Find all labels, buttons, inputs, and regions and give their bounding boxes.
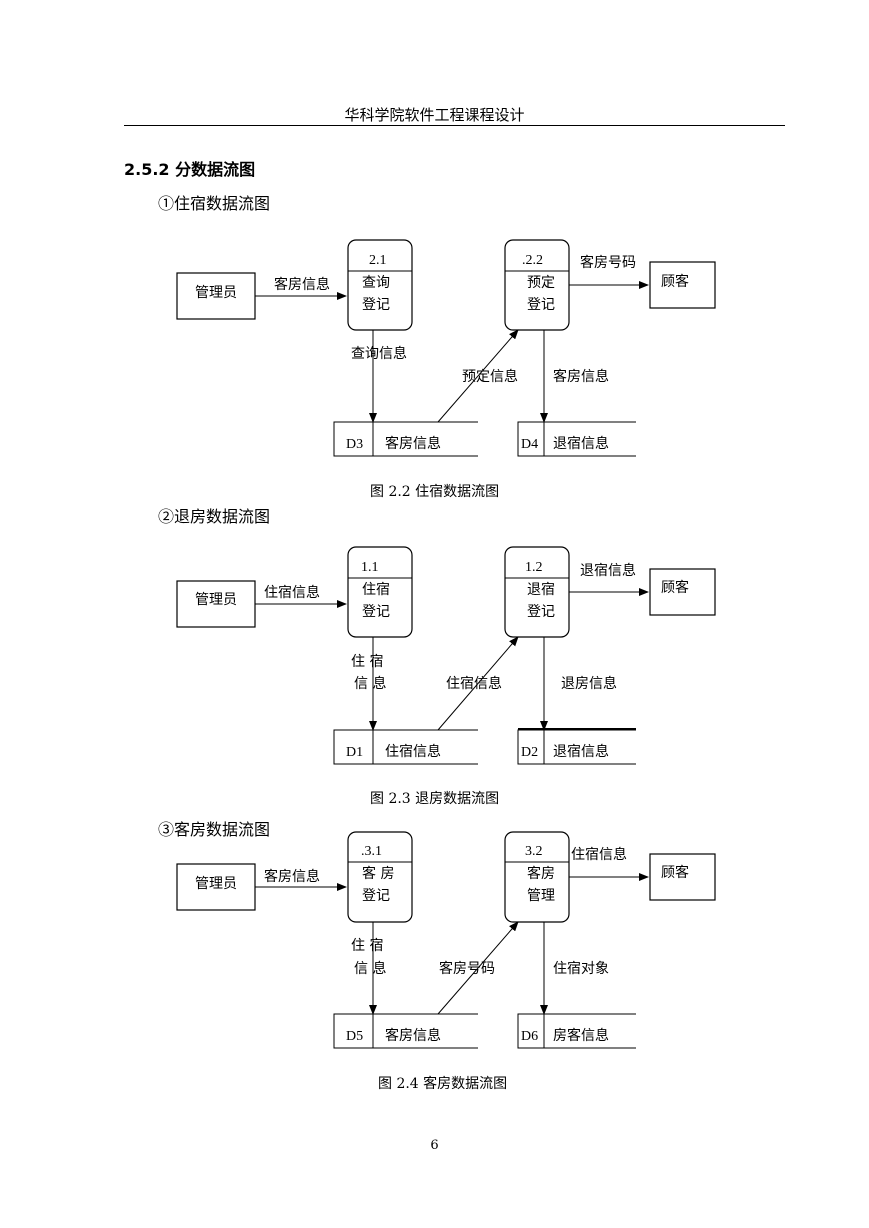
d2-flow-diag-label: 住宿信息 — [446, 675, 502, 692]
d1-store2-name: 退宿信息 — [553, 435, 609, 452]
d1-store1-shape — [333, 421, 478, 457]
d2-process1-line2: 登记 — [362, 604, 390, 620]
d2-flow-down2-label: 退房信息 — [561, 675, 617, 692]
diagram-1-subtitle: ①住宿数据流图 — [158, 194, 271, 213]
d1-process1-id: 2.1 — [369, 253, 387, 268]
d2-store1-id: D1 — [346, 745, 363, 760]
d1-flow-diag-arrow — [437, 329, 519, 423]
diagram-2-subtitle: ②退房数据流图 — [158, 507, 271, 526]
d3-store2-shape — [517, 1013, 636, 1049]
d1-process1-line2: 登记 — [362, 297, 390, 313]
diagram-3-caption: 图 2.4 客房数据流图 — [378, 1076, 508, 1092]
d2-flow-down1-label-b: 信 息 — [354, 675, 386, 692]
d3-store2-name: 房客信息 — [553, 1027, 609, 1044]
d3-entity-right-box — [649, 853, 716, 901]
d1-flow-down1-label: 查询信息 — [351, 345, 407, 362]
d1-entity-left-label: 管理员 — [195, 285, 237, 301]
d1-process2-line1: 预定 — [527, 275, 555, 291]
d1-process1-line1: 查询 — [362, 275, 390, 291]
d3-flow-diag-arrow — [437, 921, 519, 1015]
d2-flow-in-label: 住宿信息 — [264, 584, 320, 601]
d1-process2-line2: 登记 — [527, 297, 555, 313]
d3-store2-id: D6 — [521, 1029, 538, 1044]
d3-flow-in-label: 客房信息 — [264, 868, 320, 885]
d2-store2-name: 退宿信息 — [553, 743, 609, 760]
diagram-3: 管理员 .3.1 客 房 登记 3.2 客房 管理 顾客 客房信息 住宿信息 住… — [176, 831, 716, 1049]
diagram-2-caption: 图 2.3 退房数据流图 — [370, 791, 500, 807]
d1-store2-id: D4 — [521, 437, 538, 452]
d3-process2-line1: 客房 — [527, 865, 555, 882]
d2-entity-left-label: 管理员 — [195, 592, 237, 608]
d3-process1-line2: 登记 — [362, 888, 390, 904]
d3-process2-id: 3.2 — [525, 844, 543, 859]
d1-entity-left-box — [176, 272, 256, 320]
d1-entity-right-box — [649, 261, 716, 309]
d1-entity-right-label: 顾客 — [661, 273, 689, 290]
d3-entity-left-label: 管理员 — [195, 876, 237, 892]
d1-flow-diag-label: 预定信息 — [462, 368, 518, 385]
d2-flow-out-label: 退宿信息 — [580, 562, 636, 579]
page-number: 6 — [430, 1138, 439, 1153]
d2-store2-id: D2 — [521, 745, 538, 760]
d2-store1-name: 住宿信息 — [385, 743, 441, 760]
d1-flow-in-label: 客房信息 — [274, 276, 330, 293]
d3-entity-right-label: 顾客 — [661, 864, 689, 881]
d2-process1-box — [347, 546, 413, 638]
d2-process2-line2: 登记 — [527, 604, 555, 620]
d3-process2-line2: 管理 — [527, 888, 555, 904]
d1-store1-id: D3 — [346, 437, 363, 452]
header-rule — [124, 125, 785, 126]
d2-process2-line1: 退宿 — [527, 581, 555, 598]
d1-process2-id: .2.2 — [522, 253, 543, 268]
diagram-3-subtitle: ③客房数据流图 — [158, 820, 271, 839]
d2-entity-left-box — [176, 580, 256, 628]
d3-process1-line1: 客 房 — [362, 865, 394, 882]
page-header-title: 华科学院软件工程课程设计 — [344, 106, 525, 124]
d3-flow-out-label: 住宿信息 — [571, 846, 627, 863]
d3-flow-down1-label-b: 信 息 — [354, 960, 386, 977]
d2-entity-right-label: 顾客 — [661, 579, 689, 596]
d3-flow-down2-label: 住宿对象 — [553, 960, 609, 977]
d3-flow-down1-label-a: 住 宿 — [351, 937, 383, 954]
d2-process2-id: 1.2 — [525, 560, 543, 575]
d1-flow-out-label: 客房号码 — [580, 254, 636, 271]
section-heading: 2.5.2 分数据流图 — [124, 160, 256, 179]
d2-process1-line1: 住宿 — [362, 581, 390, 598]
diagram-1-caption: 图 2.2 住宿数据流图 — [370, 484, 500, 500]
diagram-2: 管理员 1.1 住宿 登记 1.2 退宿 登记 顾客 住宿信息 退宿信息 住 宿… — [176, 546, 716, 765]
d1-store1-name: 客房信息 — [385, 435, 441, 452]
d2-flow-diag-arrow — [437, 636, 519, 731]
d2-process1-id: 1.1 — [361, 560, 379, 575]
d3-store1-id: D5 — [346, 1029, 363, 1044]
d3-store1-shape — [333, 1013, 478, 1049]
d3-flow-diag-label: 客房号码 — [439, 960, 495, 977]
d1-store2-shape — [517, 421, 636, 457]
d2-store1-shape — [333, 729, 478, 765]
d3-store1-name: 客房信息 — [385, 1027, 441, 1044]
diagram-1: 管理员 2.1 查询 登记 .2.2 预定 登记 顾客 客房信息 客房号码 查询… — [176, 239, 716, 457]
d3-entity-left-box — [176, 863, 256, 911]
d2-flow-down1-label-a: 住 宿 — [351, 653, 383, 670]
d1-flow-down2-label: 客房信息 — [553, 368, 609, 385]
d3-process1-box — [347, 831, 413, 923]
d1-process1-box — [347, 239, 413, 331]
d3-process1-id: .3.1 — [361, 844, 382, 859]
d2-entity-right-box — [649, 568, 716, 616]
